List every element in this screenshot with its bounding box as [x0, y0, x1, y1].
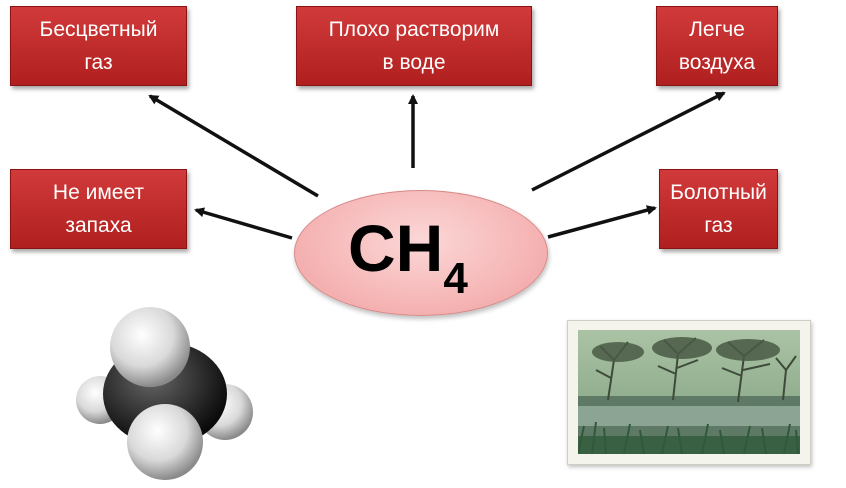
formula-subscript: 4 — [443, 254, 468, 303]
arrow-to-odorless — [194, 207, 293, 240]
property-line: воздуха — [678, 51, 756, 74]
property-box-swamp-gas: Болотный газ — [659, 169, 778, 249]
property-line: газ — [84, 51, 113, 74]
formula-main: CH — [348, 211, 444, 285]
formula-ellipse — [294, 190, 548, 316]
property-line: запаха — [65, 214, 132, 237]
methane-molecule-icon — [76, 307, 253, 480]
formula-label: CH4 — [348, 210, 468, 303]
arrow-to-lighter-than-air — [531, 91, 726, 192]
swamp-image-icon — [578, 330, 800, 454]
swamp-photo — [567, 320, 811, 465]
property-box-lighter-than-air: Легче воздуха — [656, 6, 778, 86]
property-line: газ — [704, 214, 733, 237]
property-box-colorless-gas: Бесцветный газ — [10, 6, 187, 86]
property-line: Болотный — [670, 181, 767, 204]
arrow-to-swamp-gas — [547, 205, 657, 239]
property-line: Плохо растворим — [328, 18, 500, 41]
property-box-odorless: Не имеет запаха — [10, 169, 187, 249]
property-line: Легче — [689, 18, 745, 41]
arrow-to-colorless-gas — [148, 94, 319, 198]
property-line: Бесцветный — [39, 18, 158, 41]
property-line: в воде — [382, 51, 446, 74]
property-line: Не имеет — [52, 181, 145, 204]
property-box-poorly-soluble: Плохо растворим в воде — [296, 6, 532, 86]
